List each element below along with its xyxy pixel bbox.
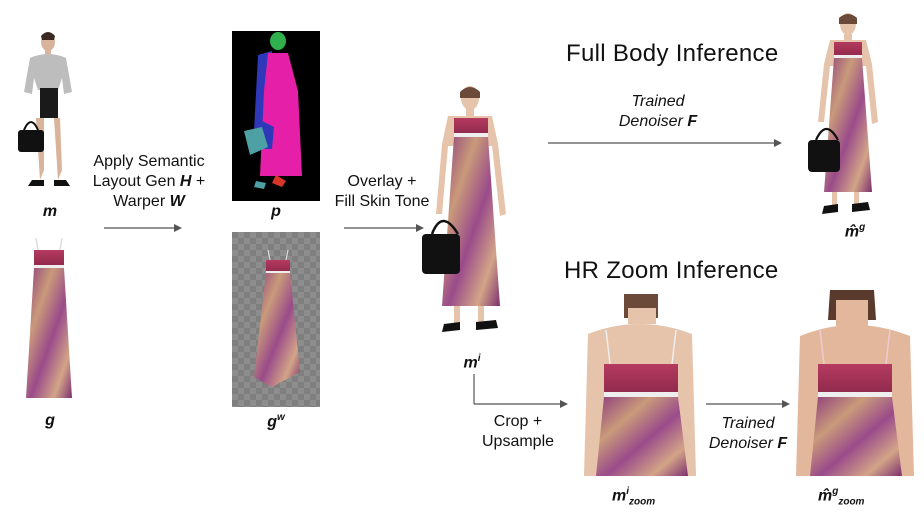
label-g: g xyxy=(45,412,55,429)
segmentation-p-image xyxy=(232,31,320,201)
denoiser-full-step: Trained Denoiser F xyxy=(598,92,718,132)
warped-garment-gw-image xyxy=(232,232,320,407)
label-mg: m̂g xyxy=(844,222,866,241)
label-mizoom: mizoom xyxy=(612,486,656,508)
symbol-H: H xyxy=(179,173,192,190)
arrow-to-layout xyxy=(104,224,182,232)
person-m-image xyxy=(18,32,72,186)
denoiser-full-line1: Trained xyxy=(631,93,685,110)
crop-step-line1: Crop + xyxy=(493,413,543,430)
arrow-crop xyxy=(473,374,568,408)
denoiser-zoom-step: Trained Denoiser F xyxy=(698,414,798,454)
label-mgzoom: m̂gzoom xyxy=(818,486,865,508)
label-gw: gw xyxy=(267,412,285,431)
hr-zoom-heading: HR Zoom Inference xyxy=(564,257,779,284)
composite-mi-image xyxy=(422,86,506,332)
semantic-step-line1: Apply Semantic xyxy=(93,153,205,170)
semantic-step-line3: Warper W xyxy=(113,193,185,210)
zoom-output-mgzoom-image xyxy=(796,290,914,476)
arrow-zoom xyxy=(706,400,790,408)
symbol-F-full: F xyxy=(687,113,698,130)
output-mg-image xyxy=(808,13,878,214)
crop-step-line2: Upsample xyxy=(481,433,555,450)
denoiser-full-line2: Denoiser F xyxy=(618,113,698,130)
label-p: p xyxy=(271,203,281,220)
overlay-step-line1: Overlay + xyxy=(347,173,417,190)
full-body-heading: Full Body Inference xyxy=(566,40,779,67)
overlay-step-line2: Fill Skin Tone xyxy=(334,193,430,210)
semantic-layout-step: Apply Semantic Layout Gen H + Warper W xyxy=(84,152,214,212)
denoiser-zoom-line1: Trained xyxy=(721,415,775,432)
semantic-step-line2: Layout Gen H + xyxy=(92,173,206,190)
overlay-step: Overlay + Fill Skin Tone xyxy=(326,172,438,212)
arrow-full-body xyxy=(548,139,782,147)
zoom-input-mizoom-image xyxy=(584,294,696,476)
symbol-W: W xyxy=(169,193,185,210)
arrow-to-overlay xyxy=(344,224,424,232)
denoiser-zoom-line2: Denoiser F xyxy=(708,435,788,452)
symbol-F-zoom: F xyxy=(777,435,788,452)
label-m: m xyxy=(42,203,58,220)
garment-g-image xyxy=(26,237,72,398)
label-mi: mi xyxy=(463,353,481,372)
crop-step: Crop + Upsample xyxy=(472,412,564,452)
